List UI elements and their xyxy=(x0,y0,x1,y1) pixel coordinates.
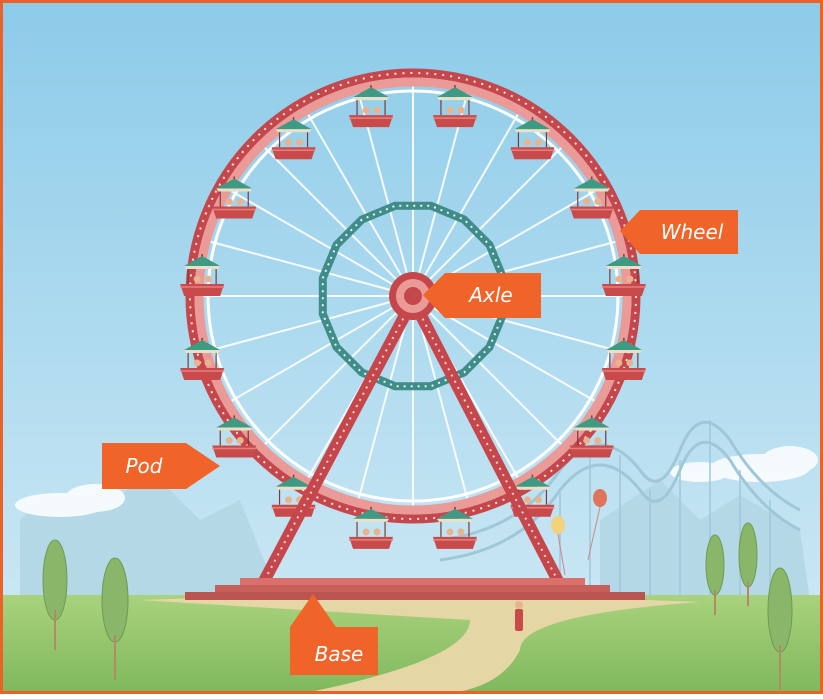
label-base-text: Base xyxy=(315,642,364,666)
person xyxy=(515,601,523,631)
label-axle-text: Axle xyxy=(467,283,512,307)
base-platform xyxy=(185,578,645,600)
label-axle: Axle xyxy=(423,273,541,318)
label-pod-text: Pod xyxy=(126,454,163,478)
label-wheel: Wheel xyxy=(620,210,738,254)
label-wheel-text: Wheel xyxy=(661,220,724,244)
